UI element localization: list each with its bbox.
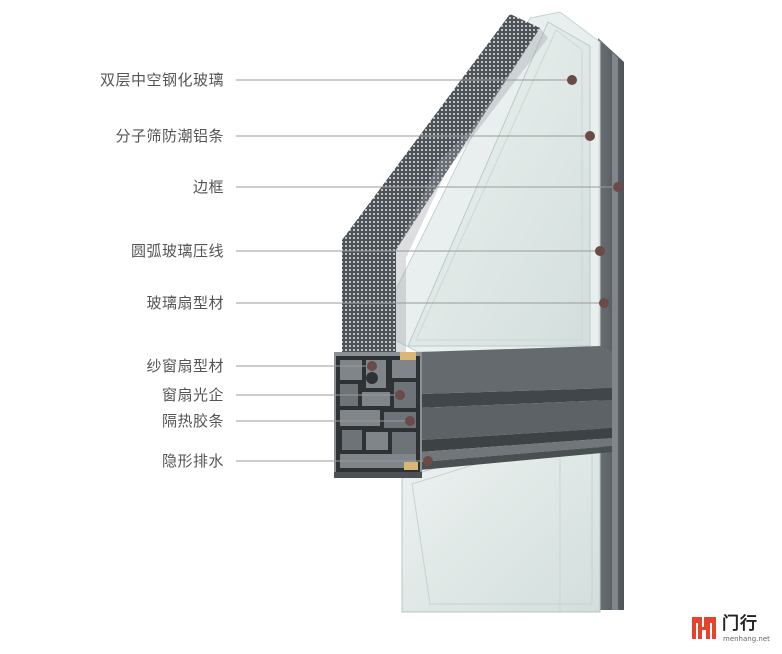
marker-arc-glazing-bead	[595, 246, 605, 256]
label-glass-sash-profile: 玻璃扇型材	[146, 294, 224, 312]
leader-lines	[236, 79, 618, 462]
label-insulated-glass: 双层中空钢化玻璃	[99, 71, 224, 89]
label-arc-glazing-bead: 圆弧玻璃压线	[130, 242, 224, 260]
marker-frame	[613, 182, 623, 192]
upper-glass-panes	[375, 11, 601, 353]
label-sash-light: 窗扇光企	[161, 386, 224, 404]
label-screen-sash-profile: 纱窗扇型材	[146, 357, 224, 375]
brand-logo[interactable]: 门行 menhang.net	[690, 613, 774, 647]
profile-cross-section	[334, 352, 422, 478]
marker-sash-light	[395, 390, 405, 400]
outer-frame	[598, 38, 624, 610]
marker-molecular-sieve-spacer	[585, 131, 595, 141]
logo-name: 门行	[722, 614, 758, 634]
label-frame: 边框	[192, 178, 224, 196]
marker-glass-sash-profile	[599, 298, 609, 308]
marker-thermal-break-strip	[405, 416, 415, 426]
label-thermal-break-strip: 隔热胶条	[161, 412, 224, 430]
callout-markers	[367, 75, 623, 466]
logo-url: menhang.net	[723, 635, 770, 643]
marker-hidden-drainage	[423, 456, 433, 466]
marker-screen-sash-profile	[367, 361, 377, 371]
marker-insulated-glass	[567, 75, 577, 85]
label-hidden-drainage: 隐形排水	[161, 452, 224, 470]
sash-profile-horizontal	[420, 346, 612, 470]
screen-mesh	[342, 14, 548, 372]
logo-mark-icon	[692, 617, 716, 639]
label-molecular-sieve-spacer: 分子筛防潮铝条	[115, 127, 224, 145]
